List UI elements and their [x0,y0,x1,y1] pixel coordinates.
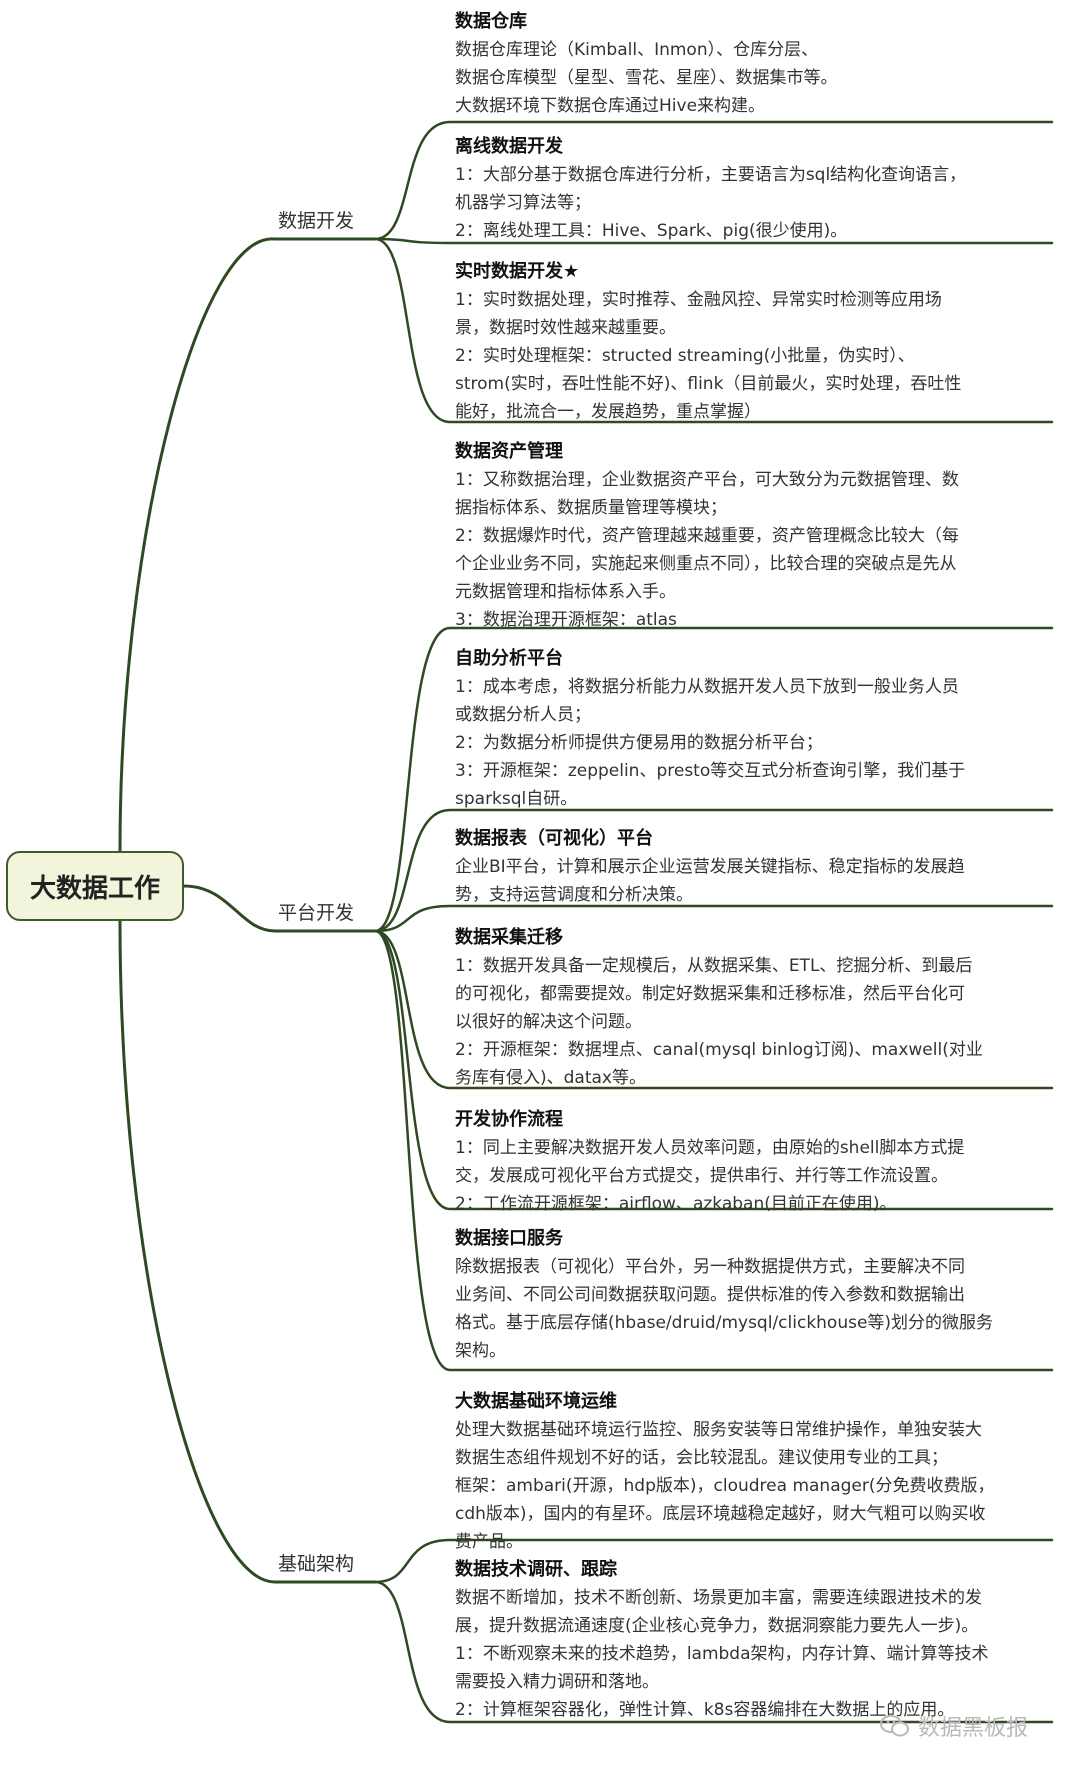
leaf-connector [373,626,1054,933]
leaf-text-line: 展，提升数据流通速度(企业核心竞争力，数据洞察能力要先人一步)。 [455,1616,979,1636]
leaf-text-line: 数据不断增加，技术不断创新、场景更加丰富，需要连续跟进技术的发 [455,1588,982,1608]
leaf-text-line: 个企业业务不同，实施起来侧重点不同），比较合理的突破点是先从 [455,554,957,574]
leaf-text-line: 需要投入精力调研和落地。 [455,1672,659,1692]
leaf-connector [373,120,1054,241]
leaf-text-line: 格式。基于底层存储(hbase/druid/mysql/clickhouse等)… [455,1313,994,1333]
leaf-text-line: 以很好的解决这个问题。 [455,1012,642,1032]
branch-label-data-dev[interactable]: 数据开发 [278,210,355,232]
leaf-text-line: 大数据环境下数据仓库通过Hive来构建。 [455,96,766,116]
leaf-text-line: 3：数据治理开源框架：atlas [455,610,677,630]
leaf-node[interactable]: 离线数据开发 1：大部分基于数据仓库进行分析，主要语言为sql结构化查询语言， 机器… [455,133,1065,245]
leaf-text-line: 数据仓库模型（星型、雪花、星座）、数据集市等。 [455,68,838,88]
root-node[interactable]: 大数据工作 [6,851,184,921]
leaf-node[interactable]: 实时数据开发★ 1：实时数据处理，实时推荐、金融风控、异常实时检测等应用场景，数据… [455,258,1065,426]
leaf-text-line: 势，支持运营调度和分析决策。 [455,885,693,905]
leaf-text-line: 的可视化，都需要提效。制定好数据采集和迁移标准，然后平台化可 [455,984,965,1004]
branch-connector [118,919,377,1584]
leaf-text-line: 企业BI平台，计算和展示企业运营发展关键指标、稳定指标的发展趋 [455,857,965,877]
leaf-node[interactable]: 数据资产管理 1：又称数据治理，企业数据资产平台，可大致分为元数据管理、数据指标体… [455,438,1065,634]
leaf-text-line: 1：数据开发具备一定规模后，从数据采集、ETL、挖掘分析、到最后 [455,956,973,976]
leaf-text-line: cdh版本)，国内的有星环。底层环境越稳定越好，财大气粗可以购买收 [455,1504,986,1524]
leaf-text-line: 或数据分析人员； [455,705,591,725]
leaf-text-line: 1：不断观察未来的技术趋势，lambda架构，内存计算、端计算等技术 [455,1644,989,1664]
leaf-text-line: 2：离线处理工具：Hive、Spark、pig(很少使用)。 [455,221,848,241]
wechat-icon [880,1715,909,1737]
leaf-node[interactable]: 数据报表（可视化）平台企业BI平台，计算和展示企业运营发展关键指标、稳定指标的发… [455,825,1065,909]
branch-label-platform-dev[interactable]: 平台开发 [278,902,355,924]
leaf-node[interactable]: 数据仓库数据仓库理论（Kimball、Inmon）、仓库分层、数据仓库模型（星型… [455,8,1065,120]
leaf-text-line: sparksql自研。 [455,789,578,809]
leaf-text-line: 据指标体系、数据质量管理等模块； [455,498,727,518]
leaf-node[interactable]: 自助分析平台 1：成本考虑，将数据分析能力从数据开发人员下放到一般业务人员或数据分… [455,645,1065,813]
leaf-node[interactable]: 大数据基础环境运维处理大数据基础环境运行监控、服务安装等日常维护操作，单独安装大… [455,1388,1065,1556]
leaf-text-line: 架构。 [455,1341,506,1361]
leaf-title: 数据报表（可视化）平台 [455,828,653,849]
leaf-connector [373,237,1054,245]
leaf-text-line: 2：数据爆炸时代，资产管理越来越重要，资产管理概念比较大（每 [455,526,959,546]
leaf-text-line: 处理大数据基础环境运行监控、服务安装等日常维护操作，单独安装大 [455,1420,982,1440]
leaf-connector [373,929,1054,1090]
leaf-connector [373,1538,1054,1584]
leaf-title: 数据资产管理 [455,441,563,462]
leaf-text-line: 2：开源框架：数据埋点、canal(mysql binlog订阅)、maxwel… [455,1040,983,1060]
branch-label-infrastructure[interactable]: 基础架构 [278,1553,355,1575]
leaf-connector [373,929,1054,1211]
leaf-title: 数据采集迁移 [455,927,563,948]
leaf-connector [373,1580,1054,1724]
leaf-node[interactable]: 数据技术调研、跟踪数据不断增加，技术不断创新、场景更加丰富，需要连续跟进技术的发… [455,1556,1065,1724]
branch-connector [118,237,377,853]
watermark-text: 数据黑板报 [918,1716,1029,1741]
leaf-connector [373,904,1054,933]
leaf-text-line: 2：工作流开源框架：airflow、azkaban(目前正在使用)。 [455,1194,897,1214]
leaf-node[interactable]: 数据采集迁移 1：数据开发具备一定规模后，从数据采集、ETL、挖掘分析、到最后的可… [455,924,1065,1092]
leaf-title: 自助分析平台 [455,648,563,669]
leaf-text-line: 交，发展成可视化平台方式提交，提供串行、并行等工作流设置。 [455,1166,948,1186]
leaf-text-line: 2：实时处理框架：structed streaming(小批量，伪实时）、 [455,346,915,366]
leaf-text-line: 框架：ambari(开源，hdp版本)，cloudrea manager(分免费… [455,1476,995,1496]
leaf-text-line: 机器学习算法等； [455,193,591,213]
leaf-text-line: 1：同上主要解决数据开发人员效率问题，由原始的shell脚本方式提 [455,1138,965,1158]
leaf-text-line: 景，数据时效性越来越重要。 [455,318,676,338]
leaf-title: 数据技术调研、跟踪 [455,1559,617,1580]
leaf-node[interactable]: 开发协作流程 1：同上主要解决数据开发人员效率问题，由原始的shell脚本方式提交… [455,1106,1065,1218]
branch-connector [182,884,377,933]
leaf-text-line: 1：又称数据治理，企业数据资产平台，可大致分为元数据管理、数 [455,470,959,490]
leaf-text-line: strom(实时，吞吐性能不好)、flink（目前最火，实时处理，吞吐性 [455,374,962,394]
leaf-node[interactable]: 数据接口服务除数据报表（可视化）平台外，另一种数据提供方式，主要解决不同业务间、… [455,1225,1065,1365]
leaf-text-line: 费产品。 [455,1532,523,1552]
leaf-text-line: 除数据报表（可视化）平台外，另一种数据提供方式，主要解决不同 [455,1257,965,1277]
leaf-connector [373,808,1054,933]
leaf-text-line: 3：开源框架：zeppelin、presto等交互式分析查询引擎，我们基于 [455,761,966,781]
leaf-title: 实时数据开发★ [455,261,580,282]
leaf-connector [373,237,1054,424]
leaf-title: 开发协作流程 [455,1109,563,1130]
leaf-text-line: 能好，批流合一，发展趋势，重点掌握） [455,402,761,422]
leaf-text-line: 数据生态组件规划不好的话，会比较混乱。建议使用专业的工具； [455,1448,948,1468]
leaf-text-line: 2：计算框架容器化，弹性计算、k8s容器编排在大数据上的应用。 [455,1700,955,1720]
leaf-connector [373,929,1054,1372]
leaf-text-line: 务库有侵入)、datax等。 [455,1068,646,1088]
leaf-title: 大数据基础环境运维 [455,1391,617,1412]
root-label: 大数据工作 [29,873,160,904]
leaf-text-line: 1：实时数据处理，实时推荐、金融风控、异常实时检测等应用场 [455,290,942,310]
watermark: 数据黑板报 [880,1710,1028,1742]
leaf-title: 数据仓库 [455,11,527,32]
leaf-title: 数据接口服务 [455,1228,563,1249]
leaf-text-line: 2：为数据分析师提供方便易用的数据分析平台； [455,733,823,753]
leaf-text-line: 元数据管理和指标体系入手。 [455,582,676,602]
leaf-text-line: 数据仓库理论（Kimball、Inmon）、仓库分层、 [455,40,819,60]
leaf-text-line: 业务间、不同公司间数据获取问题。提供标准的传入参数和数据输出 [455,1285,965,1305]
leaf-text-line: 1：大部分基于数据仓库进行分析，主要语言为sql结构化查询语言， [455,165,967,185]
leaf-title: 离线数据开发 [455,136,563,157]
leaf-text-line: 1：成本考虑，将数据分析能力从数据开发人员下放到一般业务人员 [455,677,959,697]
